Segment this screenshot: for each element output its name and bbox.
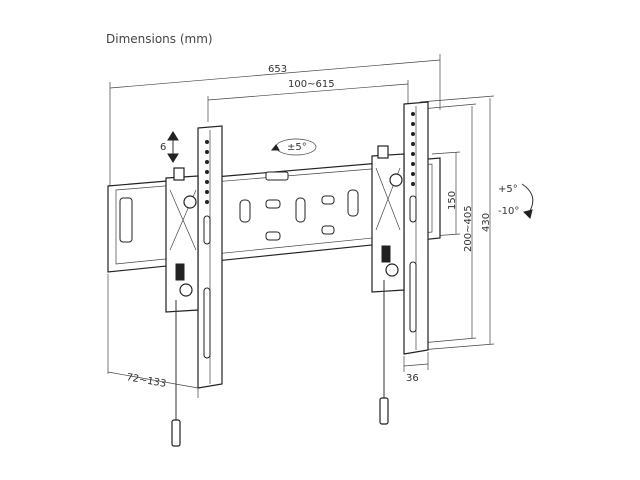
label-tilt-center: ±5°: [287, 142, 307, 153]
label-430: 430: [481, 213, 492, 232]
dimension-hole-spacing: 100~615: [207, 79, 409, 122]
label-adjust: 6: [160, 142, 166, 153]
diagram-title: Dimensions (mm): [106, 32, 213, 46]
label-100-615: 100~615: [288, 79, 335, 90]
tilt-indicator-center: ±5°: [270, 138, 317, 156]
label-tilt-up: +5°: [498, 184, 518, 195]
label-tilt-down: -10°: [498, 206, 519, 217]
right-tv-arm: [371, 101, 429, 425]
tilt-indicator-right: +5° -10°: [498, 183, 534, 219]
label-wall-distance: 72~133: [125, 372, 167, 390]
label-depth: 36: [406, 373, 419, 384]
label-150: 150: [447, 191, 458, 210]
label-653: 653: [268, 64, 287, 75]
vertical-adjust-indicator: 6: [160, 131, 179, 163]
dimension-depth: 36: [403, 352, 429, 384]
label-200-405: 200~405: [463, 205, 474, 252]
left-tv-arm: [165, 125, 223, 447]
